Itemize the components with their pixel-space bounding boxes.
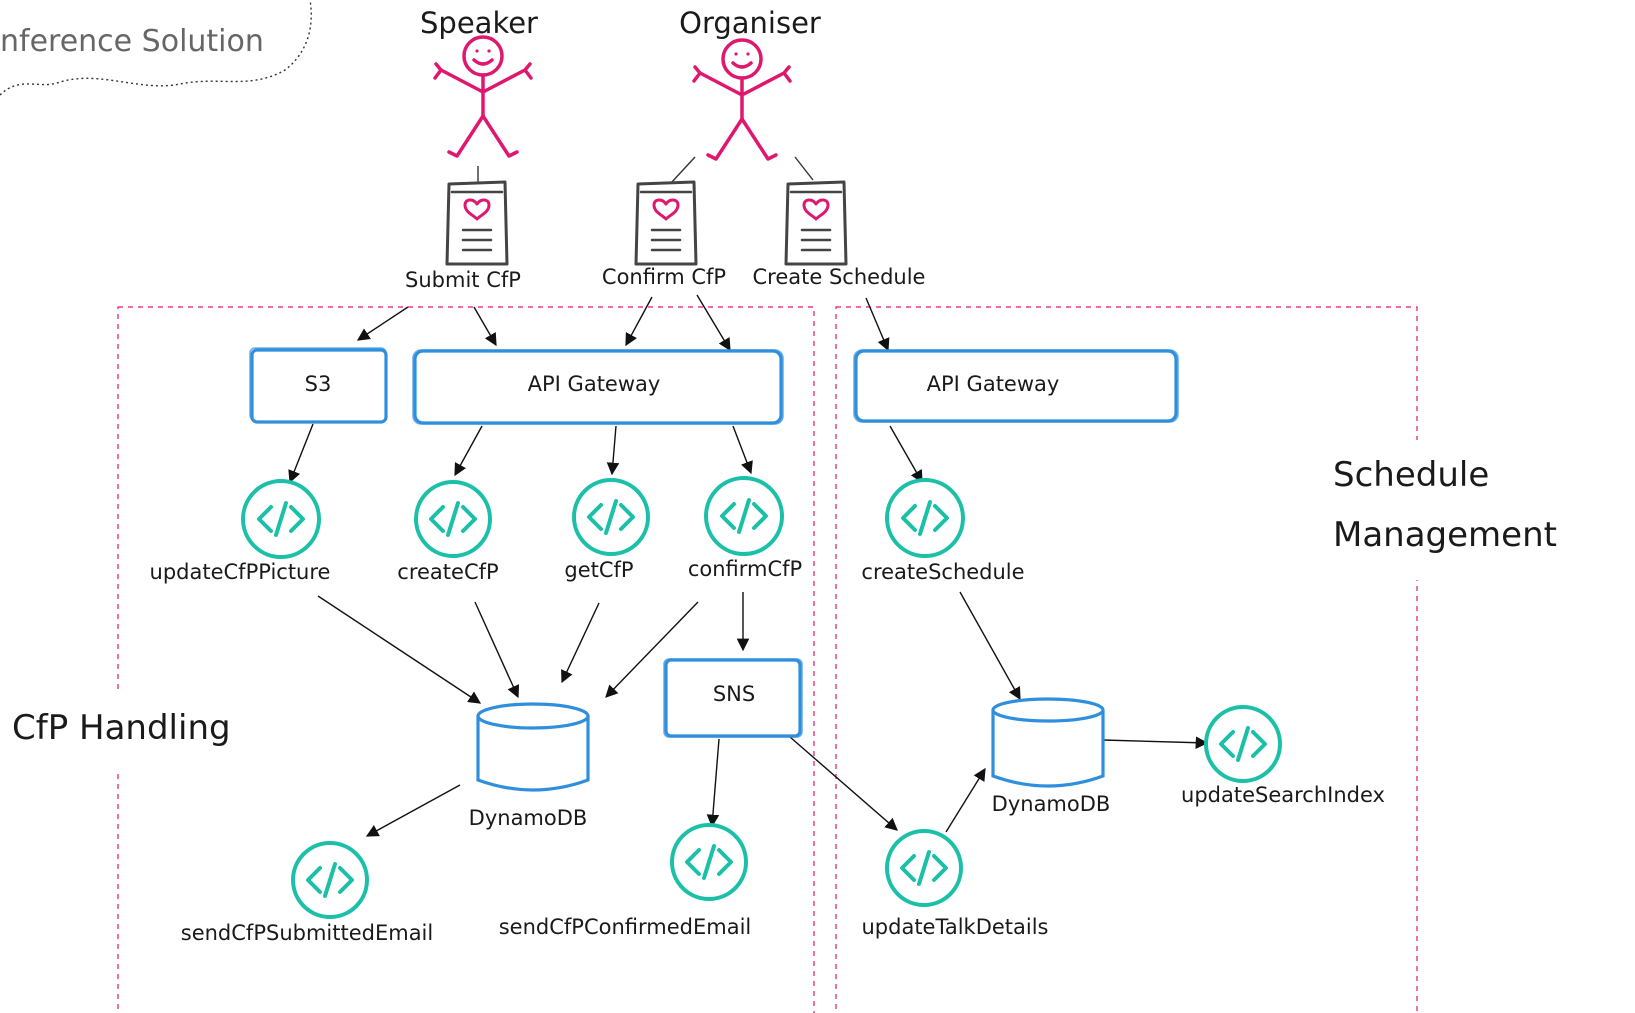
sns-service: SNS xyxy=(663,658,803,738)
confirm-cfp-fn-label: confirmCfP xyxy=(688,557,802,581)
cfp-region-label: CfP Handling xyxy=(12,708,231,748)
sns-label: SNS xyxy=(713,682,755,706)
create-schedule-label: Create Schedule xyxy=(753,265,926,289)
dynamodb-cfp-label: DynamoDB xyxy=(469,806,588,830)
lambda-update-cfp-picture: updateCfPPicture xyxy=(150,479,331,584)
lambda-send-cfp-submitted-email: sendCfPSubmittedEmail xyxy=(181,841,433,945)
create-schedule-fn-label: createSchedule xyxy=(861,560,1024,584)
schedule-management-region xyxy=(835,306,1418,1013)
speaker-icon xyxy=(433,35,533,158)
lambda-create-cfp: createCfP xyxy=(397,480,499,584)
submit-cfp-document-icon xyxy=(445,180,509,266)
lambda-update-search-index: updateSearchIndex xyxy=(1181,705,1385,807)
s3-service: S3 xyxy=(249,347,388,424)
api-gateway-schedule-label: API Gateway xyxy=(927,372,1060,396)
send-cfp-confirmed-email-label: sendCfPConfirmedEmail xyxy=(499,915,752,939)
cfp-handling-region xyxy=(117,306,815,1013)
speaker-label: Speaker xyxy=(420,6,538,40)
lambda-get-cfp: getCfP xyxy=(564,478,650,582)
submit-cfp-label: Submit CfP xyxy=(405,268,521,292)
confirm-cfp-document-icon xyxy=(634,180,698,266)
organiser-label: Organiser xyxy=(679,6,821,40)
create-schedule-document-icon xyxy=(784,180,848,266)
api-gateway-cfp: API Gateway xyxy=(412,349,784,425)
update-search-index-label: updateSearchIndex xyxy=(1181,783,1385,807)
update-talk-details-label: updateTalkDetails xyxy=(861,915,1048,939)
organiser-icon xyxy=(692,38,792,161)
lambda-confirm-cfp: confirmCfP xyxy=(688,476,802,581)
dynamodb-cfp: DynamoDB xyxy=(469,702,590,830)
schedule-region-label-line2: Management xyxy=(1333,515,1557,555)
send-cfp-submitted-email-label: sendCfPSubmittedEmail xyxy=(181,921,433,945)
lambda-send-cfp-confirmed-email: sendCfPConfirmedEmail xyxy=(499,823,752,939)
dynamodb-schedule: DynamoDB xyxy=(991,697,1111,816)
lambda-create-schedule: createSchedule xyxy=(861,478,1025,584)
s3-label: S3 xyxy=(305,372,332,396)
cloud-callout: nference Solution xyxy=(0,0,312,96)
api-gateway-cfp-label: API Gateway xyxy=(528,372,661,396)
lambda-update-talk-details: updateTalkDetails xyxy=(861,829,1049,939)
update-cfp-picture-label: updateCfPPicture xyxy=(150,560,331,584)
get-cfp-label: getCfP xyxy=(564,558,633,582)
dynamodb-schedule-label: DynamoDB xyxy=(992,792,1111,816)
schedule-region-label-line1: Schedule xyxy=(1333,455,1489,495)
create-cfp-label: createCfP xyxy=(397,560,498,584)
confirm-cfp-label: Confirm CfP xyxy=(602,265,726,289)
cloud-text: nference Solution xyxy=(0,24,264,59)
api-gateway-schedule: API Gateway xyxy=(853,349,1179,423)
